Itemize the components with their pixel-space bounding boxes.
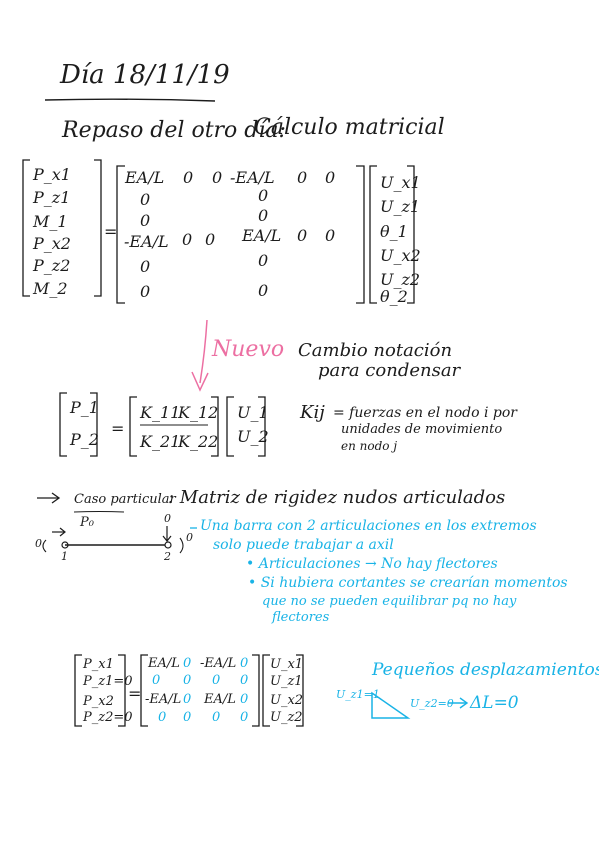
note-line: flectores: [272, 610, 330, 625]
matrix-cell: 0: [183, 168, 194, 187]
u-vector-item: θ_1: [380, 222, 408, 241]
equals-sign: =: [128, 684, 142, 703]
u-vector-item: U_z2: [380, 270, 421, 289]
p-vector-item: P_x1: [33, 165, 71, 184]
kij-line2: unidades de movimiento: [341, 422, 503, 437]
p-vector-item: P_x2: [33, 234, 71, 253]
equals-sign: =: [104, 222, 118, 241]
p0-label: P₀: [80, 515, 94, 530]
matrix2-cell: 0: [152, 673, 161, 688]
delta-l-result: ΔL=0: [470, 693, 519, 713]
p2-vector-item: P_z1=0: [83, 674, 133, 689]
p2-vector-item: P_x1: [83, 657, 114, 672]
matrix2-cell: -EA/L: [200, 656, 237, 671]
note-line: que no se pueden equilibrar pq no hay: [262, 594, 517, 609]
matrix-cell: 0: [325, 226, 336, 245]
matrix2-cell: 0: [212, 710, 221, 725]
matrix-cell: 0: [140, 257, 151, 276]
matrix2-cell: 0: [212, 673, 221, 688]
u2-vector-item: U_z1: [270, 674, 303, 689]
matrix2-cell: EA/L: [148, 656, 180, 671]
uz1-label: U_z1=1: [336, 688, 380, 701]
matrix2-cell: 0: [183, 692, 192, 707]
condense-line2: para condensar: [318, 360, 461, 381]
matrix2-cell: 0: [183, 656, 192, 671]
moment-zero-left: 0: [35, 537, 42, 550]
p-vector-item: M_1: [33, 212, 68, 231]
p2-vector-item: P_z2=0: [83, 710, 133, 725]
matrix-cell: 0: [297, 168, 308, 187]
k-cell: K_21: [140, 432, 181, 451]
review-subtitle: Cálculo matricial: [254, 115, 445, 140]
matrix2-cell: 0: [183, 710, 192, 725]
block-right-item: U_1: [237, 403, 269, 422]
matrix-cell: 0: [140, 190, 151, 209]
u-vector-item: U_z1: [380, 197, 421, 216]
k-cell: K_12: [178, 403, 219, 422]
k-cell: K_22: [178, 432, 219, 451]
matrix-cell: 0: [258, 186, 269, 205]
caso-title: : Matriz de rigidez nudos articulados: [168, 487, 506, 508]
review-title: Repaso del otro día:: [62, 118, 286, 143]
matrix-cell: -EA/L: [230, 168, 275, 187]
date-heading: Día 18/11/19: [60, 60, 230, 90]
matrix-cell: -EA/L: [124, 232, 169, 251]
caso-label: Caso particular: [74, 492, 176, 507]
matrix-cell: 0: [325, 168, 336, 187]
matrix-cell: 0: [212, 168, 223, 187]
force-zero-top: 0: [164, 512, 171, 525]
matrix2-cell: -EA/L: [145, 692, 182, 707]
matrix2-cell: 0: [183, 673, 192, 688]
note-line: solo puede trabajar a axil: [213, 537, 394, 553]
matrix-cell: 0: [205, 230, 216, 249]
matrix-cell: EA/L: [125, 168, 165, 187]
u-vector-item: θ_2: [380, 287, 408, 306]
matrix2-cell: 0: [158, 710, 167, 725]
u2-vector-item: U_x2: [270, 693, 304, 708]
matrix-cell: 0: [258, 281, 269, 300]
moment-zero-right: 0: [186, 531, 193, 544]
matrix-cell: 0: [297, 226, 308, 245]
u-vector-item: U_x1: [380, 173, 421, 192]
k-cell: K_11: [140, 403, 181, 422]
kij-line1: = fuerzas en el nodo i por: [333, 405, 517, 421]
matrix-cell: 0: [258, 251, 269, 270]
p-vector-item: M_2: [33, 279, 68, 298]
equals-sign: =: [111, 419, 125, 438]
small-disp-title: Pequeños desplazamientos:: [372, 660, 599, 680]
matrix2-cell: EA/L: [204, 692, 236, 707]
p2-vector-item: P_x2: [83, 694, 114, 709]
node-2-label: 2: [164, 550, 171, 563]
u-vector-item: U_x2: [380, 246, 421, 265]
block-left-item: P_1: [70, 398, 99, 417]
condense-line1: Cambio notación: [298, 340, 453, 361]
matrix2-cell: 0: [240, 692, 249, 707]
note-line: • Articulaciones → No hay flectores: [246, 556, 498, 572]
matrix-cell: 0: [182, 230, 193, 249]
p-vector-item: P_z1: [33, 188, 71, 207]
block-left-item: P_2: [70, 430, 99, 449]
node-1-label: 1: [61, 550, 68, 563]
nuevo-label: Nuevo: [212, 337, 285, 362]
matrix2-cell: 0: [240, 673, 249, 688]
note-line: • Si hubiera cortantes se crearían momen…: [248, 575, 568, 591]
p-vector-item: P_z2: [33, 256, 71, 275]
block-right-item: U_2: [237, 427, 269, 446]
note-line: Una barra con 2 articulaciones en los ex…: [200, 518, 537, 534]
matrix-cell: 0: [140, 211, 151, 230]
matrix2-cell: 0: [240, 656, 249, 671]
uz2-label: U_z2=0: [410, 697, 454, 710]
matrix2-cell: 0: [240, 710, 249, 725]
matrix-cell: 0: [258, 206, 269, 225]
kij-symbol: Kij: [300, 402, 325, 423]
kij-line3: en nodo j: [341, 439, 398, 453]
u2-vector-item: U_x1: [270, 657, 304, 672]
matrix-cell: EA/L: [242, 226, 282, 245]
u2-vector-item: U_z2: [270, 710, 303, 725]
matrix-cell: 0: [140, 282, 151, 301]
